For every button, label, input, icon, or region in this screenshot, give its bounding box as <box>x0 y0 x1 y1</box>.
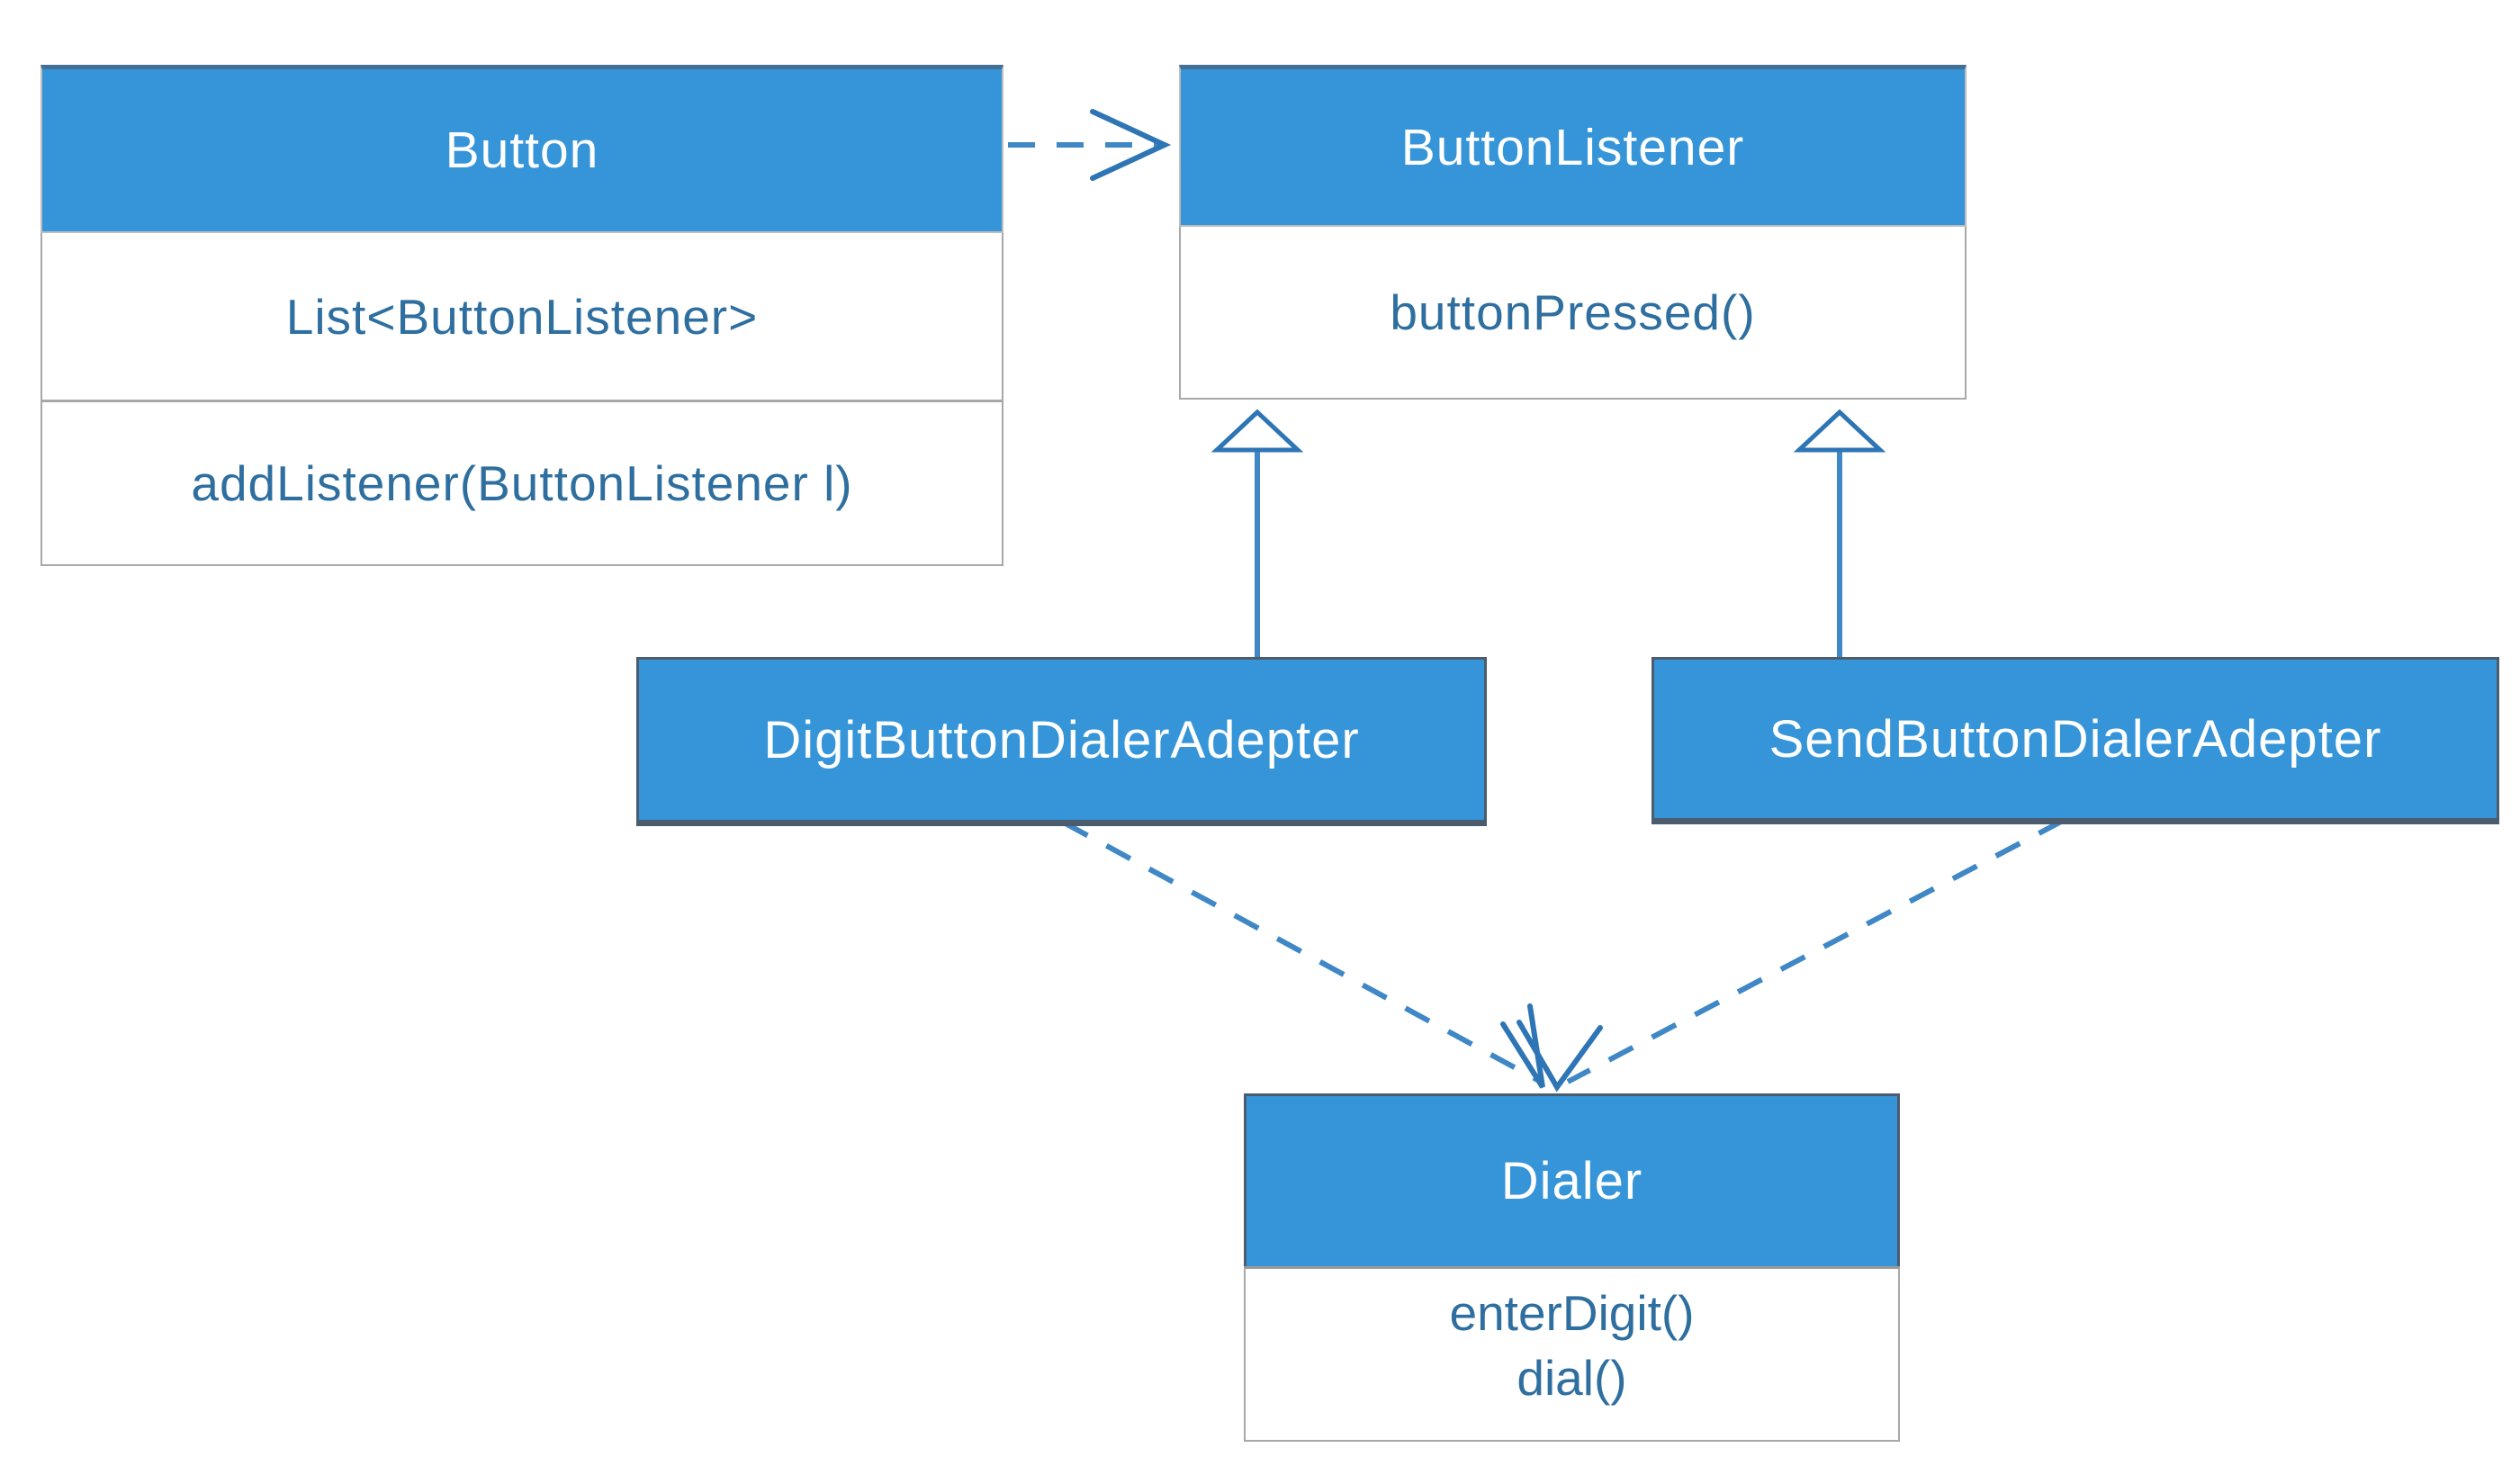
method-row-button: addListener(ButtonListener l) <box>40 400 1004 566</box>
class-name-dialer: Dialer <box>1500 1152 1643 1210</box>
class-header-dialer: Dialer <box>1244 1093 1900 1266</box>
class-box-digitbuttondialeradepter: DigitButtonDialerAdepter <box>636 657 1487 826</box>
method-text: enterDigit() <box>1449 1285 1695 1341</box>
class-box-dialer: Dialer enterDigit() dial() <box>1244 1093 1900 1442</box>
method-rows-dialer: enterDigit() dial() <box>1244 1266 1900 1442</box>
method-text: dial() <box>1516 1349 1627 1406</box>
class-box-sendbuttondialeradepter: SendButtonDialerAdepter <box>1652 657 2499 824</box>
class-box-buttonlistener: ButtonListener buttonPressed() <box>1179 65 1966 400</box>
class-name-buttonlistener: ButtonListener <box>1400 118 1745 176</box>
hollow-triangle-icon <box>1793 409 1886 453</box>
attribute-text: List<ButtonListener> <box>285 288 759 345</box>
class-box-button: Button List<ButtonListener> addListener(… <box>40 65 1004 566</box>
class-header-button: Button <box>40 65 1004 233</box>
class-name-digitbuttondialeradepter: DigitButtonDialerAdepter <box>763 710 1360 769</box>
class-header-buttonlistener: ButtonListener <box>1179 65 1966 227</box>
generalization-digit-to-buttonlistener <box>1210 409 1304 659</box>
method-row-buttonlistener: buttonPressed() <box>1179 227 1966 400</box>
dependency-arrow-send-to-dialer <box>1516 818 2065 1093</box>
method-text: buttonPressed() <box>1390 284 1756 340</box>
attribute-row-button: List<ButtonListener> <box>40 233 1004 401</box>
class-name-sendbuttondialeradepter: SendButtonDialerAdepter <box>1768 709 2382 769</box>
hollow-triangle-icon <box>1210 409 1304 453</box>
method-text: addListener(ButtonListener l) <box>191 455 853 511</box>
generalization-send-to-buttonlistener <box>1793 409 1886 659</box>
dependency-arrow-digit-to-dialer <box>1062 820 1545 1089</box>
dependency-arrow-button-to-buttonlistener <box>1008 109 1172 181</box>
class-name-button: Button <box>445 121 599 179</box>
